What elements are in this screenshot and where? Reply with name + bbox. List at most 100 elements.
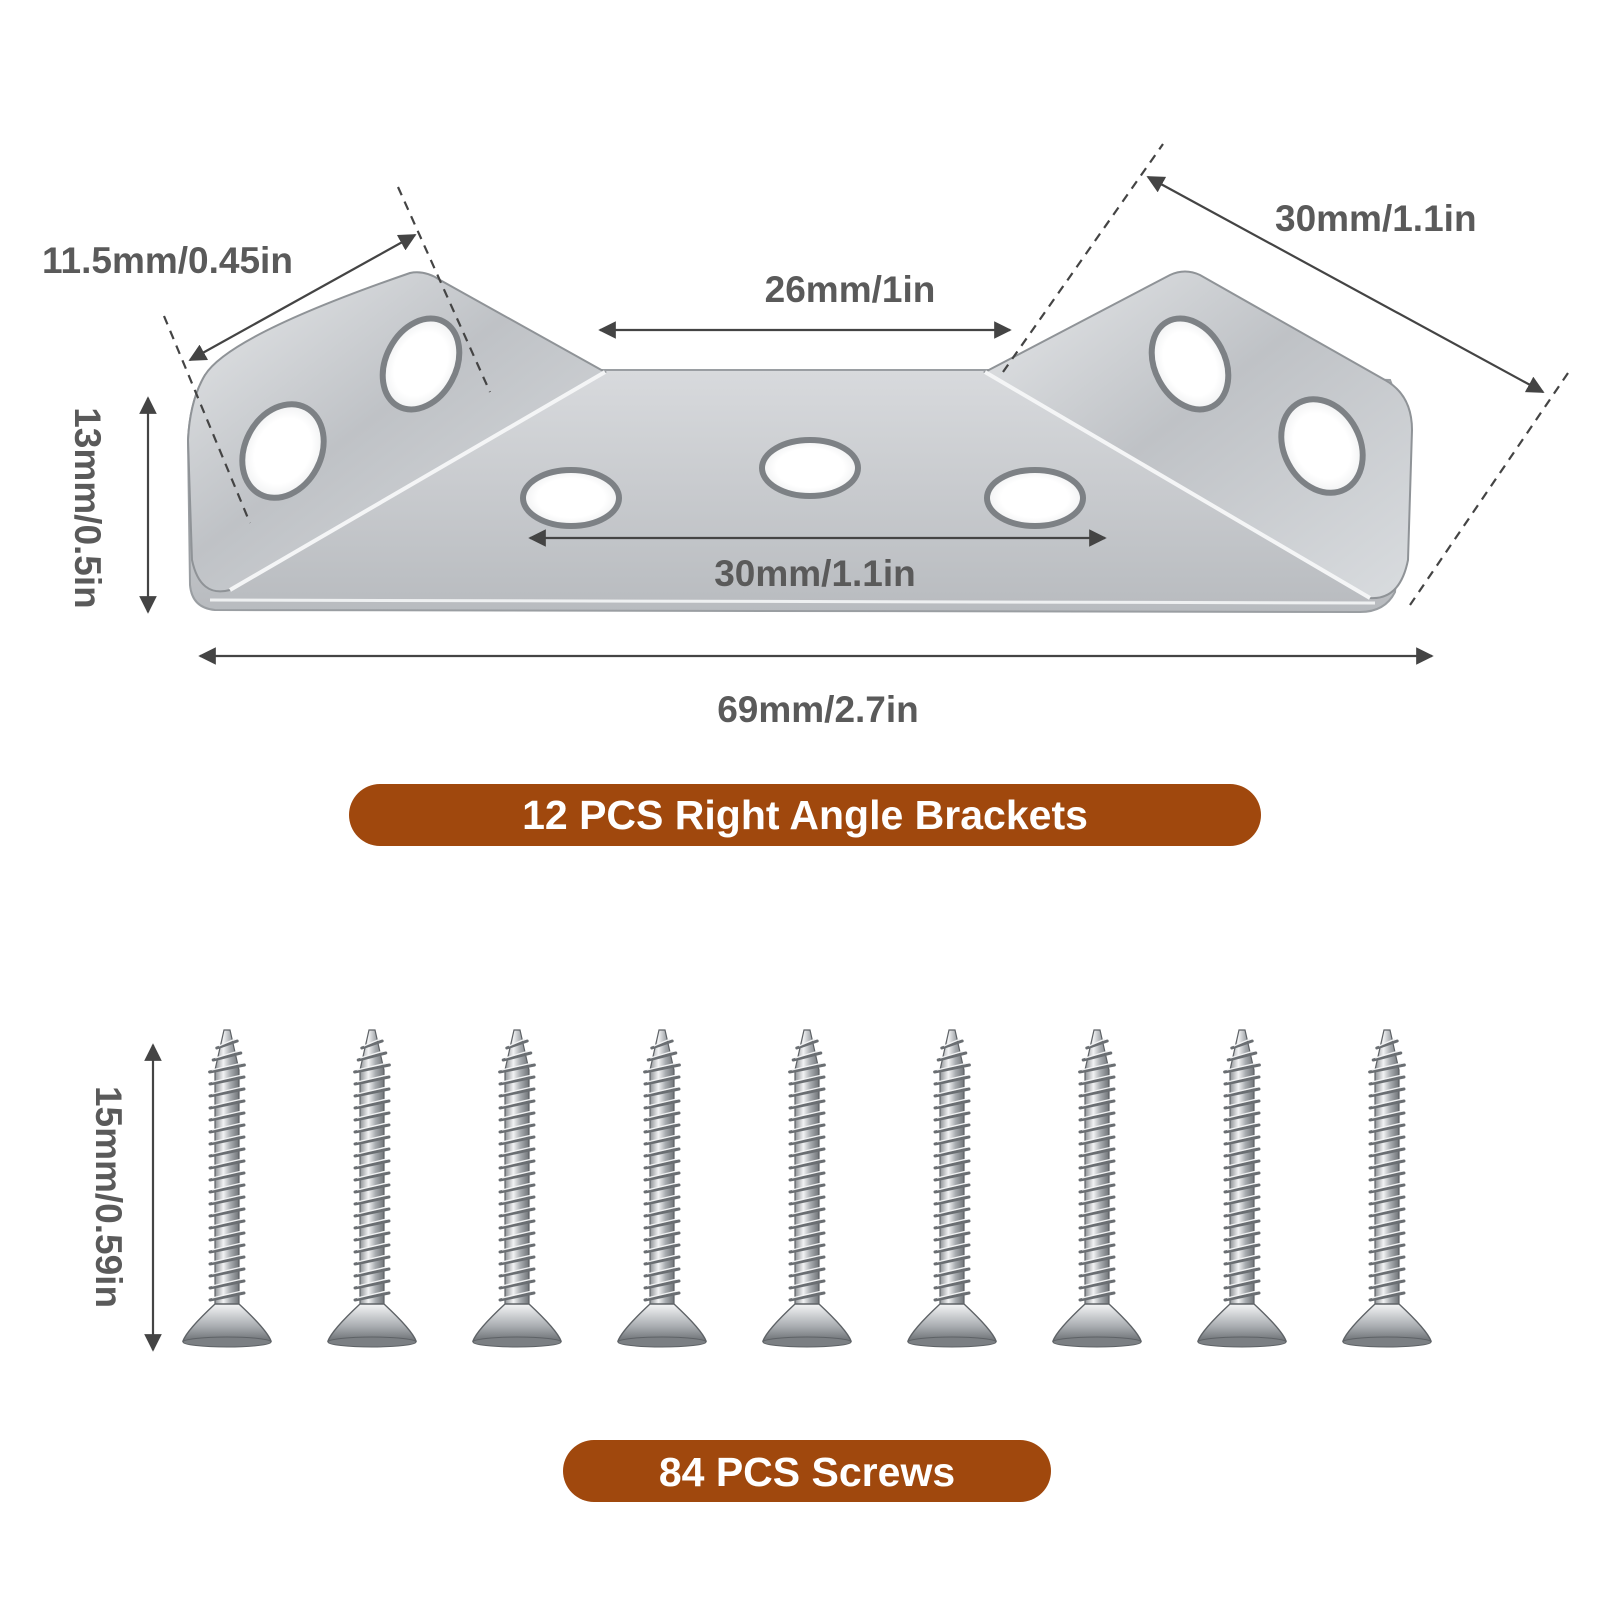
screw-thread-highlight	[1226, 1278, 1258, 1287]
screw-thread-highlight	[356, 1134, 388, 1143]
screw-thread	[643, 1219, 681, 1230]
screw-thread	[933, 1207, 971, 1218]
screw-thread	[1223, 1159, 1261, 1170]
screw-thread	[1078, 1207, 1116, 1218]
screw-thread-highlight	[356, 1098, 388, 1107]
screw-thread-highlight	[1226, 1110, 1258, 1119]
screw-thread-highlight	[363, 1038, 381, 1047]
hole-left-1	[239, 401, 327, 501]
screw-thread-highlight	[1226, 1170, 1258, 1179]
screw-thread-highlight	[211, 1242, 243, 1251]
screw	[906, 1029, 998, 1348]
screw-thread	[353, 1159, 391, 1170]
screw-thread	[498, 1147, 536, 1158]
screw-thread	[933, 1183, 971, 1194]
screw-thread	[1223, 1219, 1261, 1230]
screw-thread	[208, 1255, 246, 1266]
screw-thread-highlight	[936, 1254, 968, 1263]
screw-thread-highlight	[650, 1050, 674, 1059]
screw-thread-highlight	[1375, 1050, 1399, 1059]
screw-thread	[208, 1279, 246, 1290]
screw-thread	[353, 1279, 391, 1290]
screw-thread	[788, 1123, 826, 1134]
screw-thread-highlight	[1088, 1038, 1106, 1047]
screw-thread-highlight	[1081, 1074, 1113, 1083]
screw-head-base	[762, 1336, 852, 1348]
screw-thread-highlight	[356, 1074, 388, 1083]
screw-thread-highlight	[211, 1266, 243, 1275]
screw-thread	[1078, 1243, 1116, 1254]
screw-thread	[1223, 1195, 1261, 1206]
screw-thread	[933, 1231, 971, 1242]
screw-thread-highlight	[1226, 1218, 1258, 1227]
screw-thread-highlight	[791, 1254, 823, 1263]
screw-thread-highlight	[1081, 1242, 1113, 1251]
screw-thread	[643, 1135, 681, 1146]
screw-thread-highlight	[356, 1266, 388, 1275]
screw	[1051, 1029, 1143, 1348]
screw-head-base	[472, 1336, 562, 1348]
screw-thread-highlight	[1081, 1290, 1113, 1299]
screw-thread-highlight	[211, 1146, 243, 1155]
screw-head-base	[1197, 1336, 1287, 1348]
screw-thread-highlight	[791, 1242, 823, 1251]
screw	[326, 1029, 418, 1348]
screw-thread	[353, 1207, 391, 1218]
screw-thread-highlight	[646, 1194, 678, 1203]
screw-thread-highlight	[1226, 1062, 1258, 1071]
screw-thread	[208, 1183, 246, 1194]
screw-thread	[643, 1099, 681, 1110]
dash-left-2	[396, 186, 492, 393]
screw-thread	[1368, 1267, 1406, 1278]
screw-thread-highlight	[1081, 1194, 1113, 1203]
screw-thread-highlight	[1226, 1194, 1258, 1203]
screw-thread-highlight	[646, 1086, 678, 1095]
screw-thread	[208, 1075, 246, 1086]
screw-thread	[1223, 1207, 1261, 1218]
screw-thread-highlight	[795, 1050, 819, 1059]
screws-label-pill	[563, 1440, 1051, 1502]
screw-thread	[356, 1051, 388, 1062]
screw-thread	[788, 1099, 826, 1110]
screw-thread-highlight	[1081, 1254, 1113, 1263]
screw-thread-highlight	[646, 1146, 678, 1155]
screw-thread	[1368, 1087, 1406, 1098]
screw-thread-highlight	[211, 1074, 243, 1083]
screw-thread	[1230, 1039, 1254, 1050]
dim-screw-length-label: 15mm/0.59in	[88, 1086, 129, 1308]
screw-thread-highlight	[501, 1158, 533, 1167]
screw-thread	[933, 1147, 971, 1158]
screw-thread	[208, 1219, 246, 1230]
screw-thread	[498, 1267, 536, 1278]
screw-thread-highlight	[211, 1158, 243, 1167]
screw-thread	[933, 1111, 971, 1122]
screw-thread-highlight	[936, 1122, 968, 1131]
screw-thread-highlight	[646, 1218, 678, 1227]
screw-thread	[353, 1063, 391, 1074]
screw-thread-highlight	[791, 1170, 823, 1179]
screw-thread-highlight	[1081, 1134, 1113, 1143]
screw-thread-highlight	[1226, 1146, 1258, 1155]
screw-thread-highlight	[356, 1182, 388, 1191]
screw-thread	[1223, 1255, 1261, 1266]
screw-thread-highlight	[646, 1242, 678, 1251]
screw-thread	[353, 1195, 391, 1206]
screw-thread	[1223, 1183, 1261, 1194]
screw-thread	[1078, 1219, 1116, 1230]
screw-thread	[1078, 1111, 1116, 1122]
screw-thread	[643, 1291, 681, 1302]
screw-thread	[498, 1207, 536, 1218]
screw-thread	[933, 1099, 971, 1110]
screw-thread	[643, 1159, 681, 1170]
screw-thread	[1078, 1087, 1116, 1098]
screw-thread-highlight	[936, 1230, 968, 1239]
screw-thread-highlight	[211, 1134, 243, 1143]
screw	[1196, 1029, 1288, 1348]
screw-thread	[933, 1255, 971, 1266]
screw-thread-highlight	[1371, 1074, 1403, 1083]
screw-thread-highlight	[501, 1170, 533, 1179]
screw-thread	[498, 1219, 536, 1230]
arrow-top-left	[188, 234, 417, 361]
screw-head-base	[617, 1336, 707, 1348]
screw-thread	[1223, 1135, 1261, 1146]
